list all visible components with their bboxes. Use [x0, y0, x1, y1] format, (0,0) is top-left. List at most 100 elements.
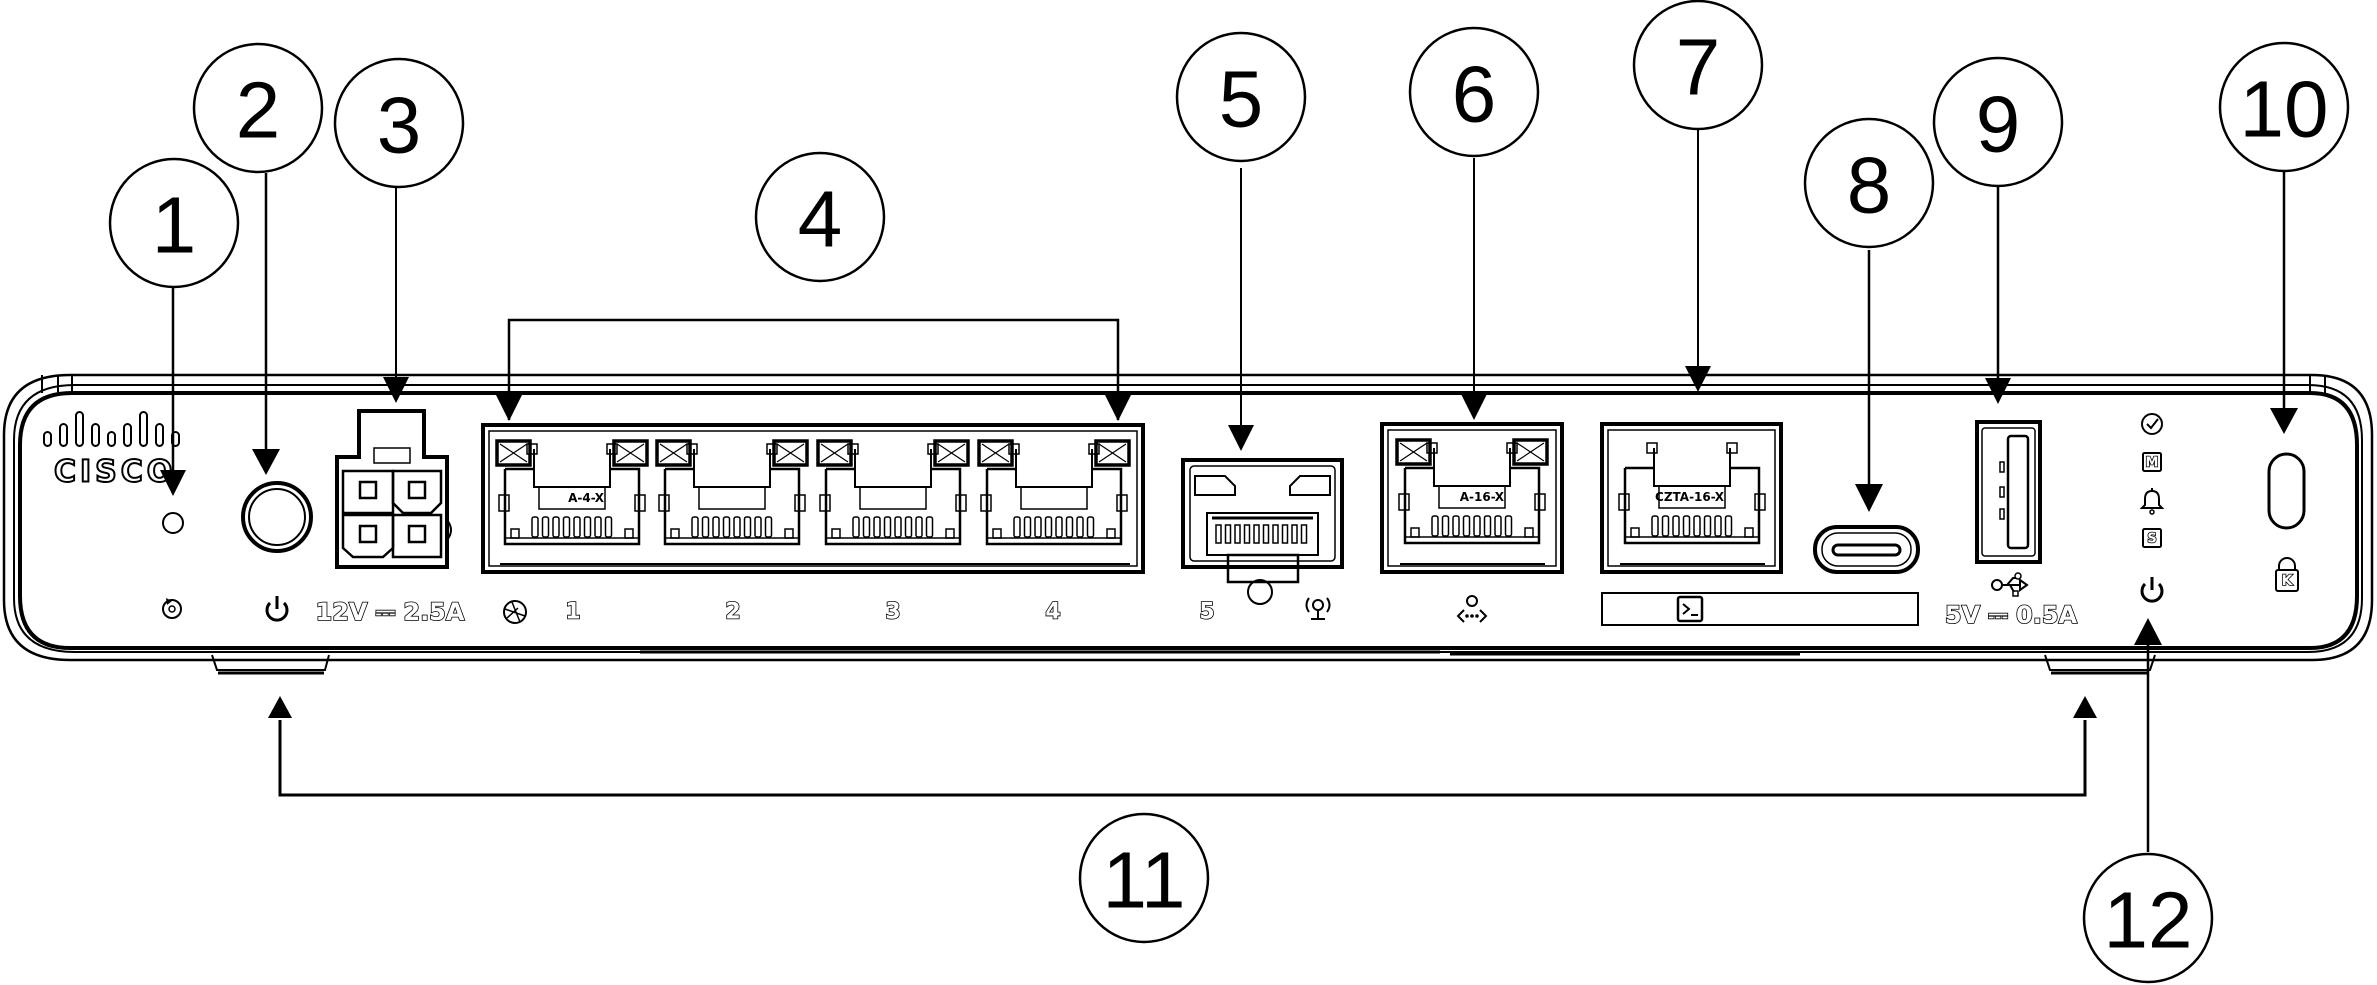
console-jack[interactable]: CZTA-16-X [1618, 442, 1766, 545]
callout-circle [754, 151, 886, 283]
callout-number: 4 [798, 175, 843, 264]
sfp-pin [1291, 524, 1298, 544]
kensington-slot[interactable] [2267, 452, 2306, 530]
globe-icon [503, 600, 527, 624]
svg-text:K: K [2282, 573, 2294, 589]
foot-right [2044, 654, 2156, 675]
callout-circle [333, 57, 465, 189]
arrow-4b [1105, 395, 1131, 421]
callout-number: 11 [1102, 836, 1185, 925]
arrow-12 [2134, 618, 2162, 645]
lan-port-1[interactable]: A-4-X [495, 439, 649, 546]
usb-a-port[interactable] [1975, 420, 2042, 564]
sfp-pin [1224, 524, 1232, 544]
callout-number: 8 [1847, 141, 1892, 230]
management-jack[interactable]: A-16-X [1395, 438, 1549, 545]
reset-icon [162, 598, 182, 619]
callout-2: 2 [192, 42, 324, 174]
sfp-pin [1234, 524, 1241, 544]
lan-port-block [481, 423, 1145, 574]
callout-circle [1175, 31, 1307, 163]
sfp-pin [1253, 524, 1260, 544]
cisco-logo: CISCO [43, 411, 180, 491]
callout-circle [1408, 26, 1540, 158]
lan-port-labels: 1 2 3 4 [503, 599, 1061, 625]
sfp-pin [1243, 524, 1251, 544]
callout-circle [192, 42, 324, 174]
sfp-pin [1300, 524, 1308, 544]
arrow-10 [2270, 408, 2298, 434]
led-m-icon: M [2142, 452, 2162, 472]
chassis [2, 373, 2374, 675]
callout-number: 6 [1452, 50, 1497, 139]
management-port[interactable]: A-16-X [1380, 422, 1564, 574]
port-number-2: 2 [725, 600, 740, 625]
status-leds: M S [2139, 413, 2165, 603]
callout-circle [1932, 56, 2064, 188]
foot-left [211, 654, 330, 675]
lan-port-2[interactable] [655, 439, 809, 546]
callout-7: 7 [1632, 0, 1764, 131]
svg-text:S: S [2147, 532, 2156, 547]
callout-10: 10 [2218, 41, 2350, 173]
callout-12: 12 [2082, 852, 2214, 984]
usb-icon [1991, 572, 2029, 597]
led-s-icon: S [2142, 528, 2162, 548]
usb-c-port[interactable] [1813, 525, 1920, 574]
sfp-pin [1215, 524, 1222, 544]
bell-icon [2139, 488, 2165, 515]
callout-circle [108, 157, 240, 289]
svg-text:M: M [2146, 456, 2159, 471]
signal-icon [1305, 597, 1331, 620]
check-circle-icon [2141, 413, 2163, 435]
logo-bars [43, 411, 180, 447]
power-icon [265, 596, 289, 622]
terminal-icon [1676, 595, 1704, 623]
callout-4: 4 [754, 151, 886, 283]
management-jack-label: A-16-X [1460, 490, 1505, 504]
callout-circle [1078, 812, 1210, 944]
sfp-pin [1262, 524, 1270, 544]
usb-rating-label: 5V ⎓ 0.5A [1945, 601, 2078, 629]
port-number-4: 4 [1045, 600, 1060, 625]
callout-11: 11 [1078, 812, 1210, 944]
arrow-5 [1228, 425, 1254, 451]
arrow-6 [1461, 394, 1487, 420]
arrow-11b [2073, 696, 2097, 718]
arrow-7 [1685, 366, 1711, 392]
arrow-8 [1855, 484, 1883, 512]
callout-circle [2082, 852, 2214, 984]
sfp-port[interactable] [1181, 458, 1344, 605]
lan-port-4[interactable] [977, 439, 1131, 546]
reset-button[interactable] [162, 512, 184, 534]
callout-circle [2218, 41, 2350, 173]
callout-3: 3 [333, 57, 465, 189]
power-connector[interactable] [335, 409, 452, 569]
console-port[interactable]: CZTA-16-X [1600, 422, 1783, 574]
callout-number: 3 [377, 81, 422, 170]
port-number-3: 3 [885, 600, 900, 625]
sfp-port-number: 5 [1199, 600, 1214, 625]
callout-number: 1 [152, 181, 197, 270]
callout-number: 10 [2240, 65, 2329, 154]
port-number-1: 1 [565, 600, 580, 625]
leader-lines [160, 130, 2298, 852]
callout-number: 5 [1219, 55, 1264, 144]
power-led-icon [2140, 577, 2164, 603]
callout-1: 1 [108, 157, 240, 289]
callout-number: 12 [2104, 876, 2193, 965]
logo-text: CISCO [54, 455, 176, 490]
lan-port-3[interactable] [816, 439, 970, 546]
sfp-pin [1272, 524, 1279, 544]
callout-circle [1632, 0, 1764, 131]
arrow-4a [496, 395, 522, 421]
arrow-9 [1985, 378, 2011, 404]
arrow-1 [160, 470, 186, 496]
console-jack-label: CZTA-16-X [1655, 490, 1725, 504]
callout-number: 2 [236, 66, 281, 155]
callout-8: 8 [1803, 117, 1935, 249]
lock-icon: K [2275, 557, 2299, 592]
power-button[interactable] [241, 481, 313, 553]
